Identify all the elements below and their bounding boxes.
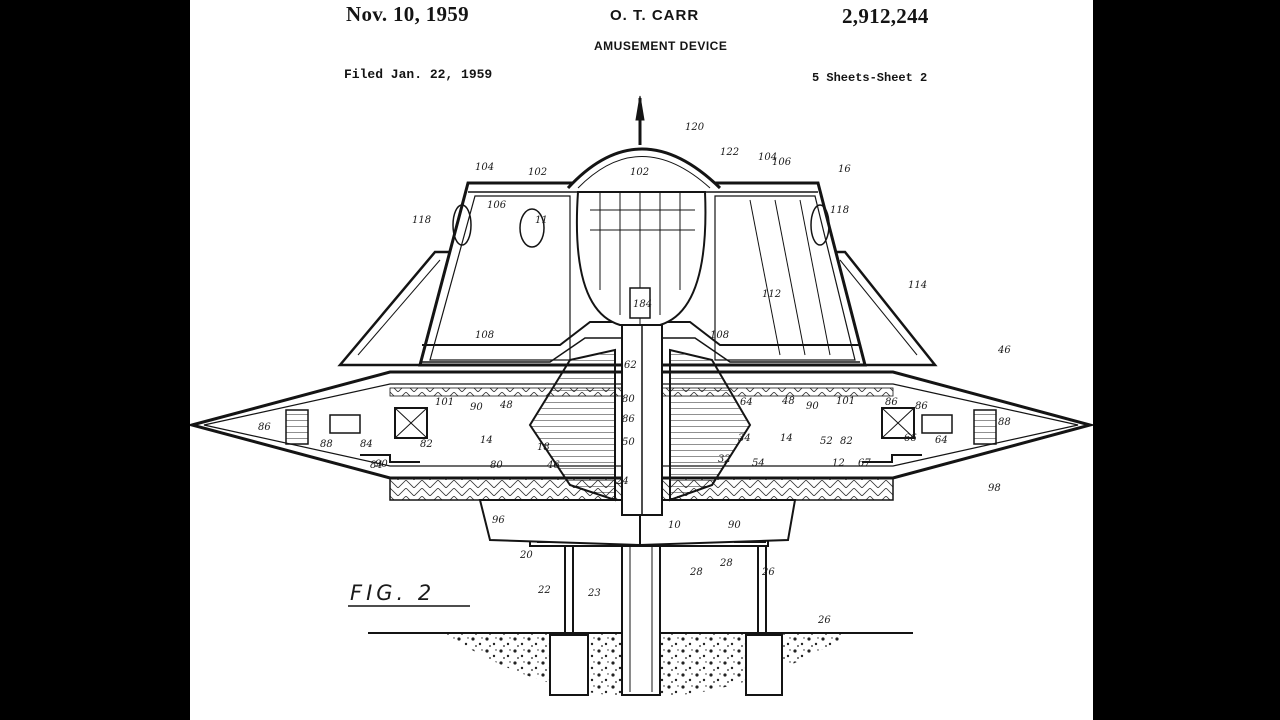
patent-sheet: Nov. 10, 1959 O. T. CARR 2,912,244 AMUSE…: [190, 0, 1093, 720]
reference-numeral: 46: [997, 345, 1011, 356]
reference-numeral: 88: [998, 417, 1011, 428]
reference-numeral: 54: [752, 458, 765, 469]
reference-numeral: 82: [420, 439, 433, 450]
reference-numeral: 104: [758, 152, 777, 163]
reference-numeral: 120: [685, 122, 705, 133]
patent-date: Nov. 10, 1959: [346, 2, 469, 26]
reference-numeral: 86: [258, 422, 271, 433]
patent-title: AMUSEMENT DEVICE: [594, 39, 728, 53]
reference-numeral: 184: [633, 299, 652, 310]
saucer-body: [190, 95, 1093, 547]
figure-label: FIG. 2: [350, 581, 435, 605]
reference-numeral: 20: [519, 550, 533, 561]
reference-numeral: 122: [720, 147, 739, 158]
reference-numeral: 86: [622, 414, 635, 425]
reference-numeral: 12: [832, 458, 845, 469]
right-gear-cone: [669, 348, 752, 502]
reference-numeral: 26: [817, 615, 831, 626]
reference-numeral: 96: [492, 515, 505, 526]
reference-numeral: 46: [546, 460, 560, 471]
reference-numeral: 102: [630, 167, 649, 178]
reference-numeral: 82: [840, 436, 853, 447]
reference-numeral: 11: [535, 215, 548, 226]
reference-numeral: 62: [624, 360, 637, 371]
reference-numeral: 52: [820, 436, 833, 447]
reference-numeral: 28: [719, 558, 733, 569]
reference-numeral: 90: [375, 459, 388, 470]
reference-numeral: 84: [360, 439, 373, 450]
reference-numeral: 118: [412, 215, 431, 226]
reference-numeral: 108: [710, 330, 729, 341]
reference-numeral: 23: [587, 588, 601, 599]
reference-numeral: 64: [740, 397, 753, 408]
reference-numeral: 112: [762, 289, 781, 300]
reference-numeral: 104: [475, 162, 494, 173]
reference-numeral: 48: [499, 400, 513, 411]
inventor-name: O. T. CARR: [610, 7, 700, 24]
right-footing: [745, 634, 783, 696]
dome: [566, 147, 722, 190]
reference-numeral: 90: [806, 401, 819, 412]
reference-numeral: 50: [622, 437, 635, 448]
reference-numeral: 18: [537, 442, 550, 453]
reference-numeral: 22: [537, 585, 551, 596]
left-coil: [285, 409, 309, 445]
reference-numeral: 66: [904, 433, 917, 444]
reference-numeral: 106: [487, 200, 507, 211]
reference-numeral: 84: [370, 460, 383, 471]
amusement-device-drawing: 1201041021221041061611811810610211114112…: [190, 95, 1093, 697]
reference-numeral: 10: [668, 520, 681, 531]
reference-numeral: 67: [858, 458, 871, 469]
left-motor: [394, 407, 428, 439]
reference-numeral: 14: [780, 433, 793, 444]
reference-numeral: 32: [718, 454, 731, 465]
reference-numeral: 108: [475, 330, 494, 341]
reference-numeral: 26: [761, 567, 775, 578]
left-footing: [549, 634, 589, 696]
reference-numeral: 34: [738, 433, 751, 444]
reference-numeral: 86: [885, 397, 898, 408]
reference-numeral: 101: [435, 397, 454, 408]
reference-numeral: 48: [781, 396, 795, 407]
reference-numeral: 102: [528, 167, 547, 178]
reference-numeral: 101: [836, 396, 855, 407]
reference-numeral: 86: [915, 401, 928, 412]
reference-numeral: 90: [728, 520, 741, 531]
sheet-indicator: 5 Sheets-Sheet 2: [812, 71, 928, 85]
reference-numeral: 118: [830, 205, 849, 216]
right-motor: [881, 407, 915, 439]
reference-numeral: 90: [470, 402, 483, 413]
reference-numeral: 88: [320, 439, 333, 450]
left-gear-cone: [528, 348, 616, 502]
reference-numeral: 16: [838, 164, 851, 175]
reference-numeral: 28: [689, 567, 703, 578]
reference-numeral: 80: [490, 460, 503, 471]
patent-number: 2,912,244: [842, 4, 929, 28]
reference-numeral: 106: [772, 157, 792, 168]
right-coil: [973, 409, 997, 445]
reference-numeral: 64: [935, 435, 948, 446]
porthole: [519, 208, 545, 248]
reference-numeral: 24: [615, 476, 629, 487]
reference-numeral: 14: [480, 435, 493, 446]
reference-numeral: 98: [988, 483, 1001, 494]
reference-numeral: 80: [622, 394, 635, 405]
reference-numeral: 114: [908, 280, 927, 291]
filing-date: Filed Jan. 22, 1959: [344, 67, 493, 82]
center-post: [621, 539, 661, 696]
